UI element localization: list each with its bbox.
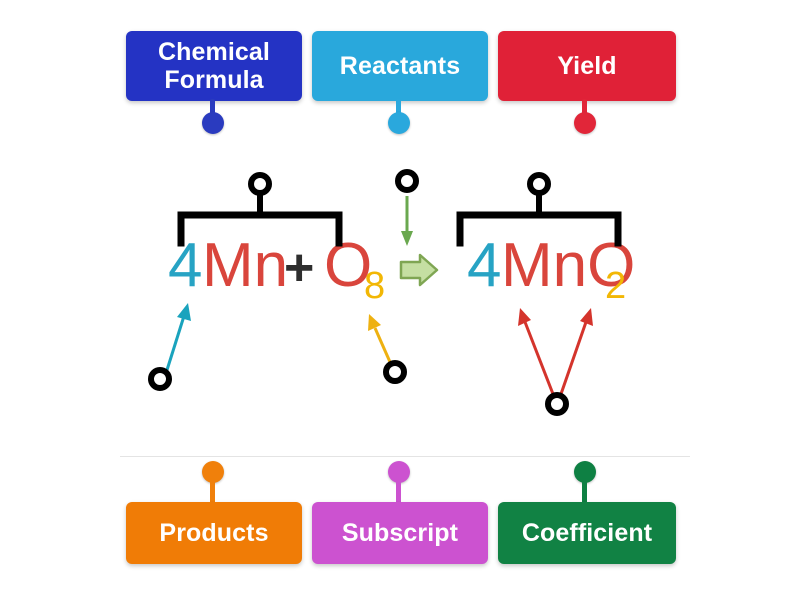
label-products-knob[interactable] bbox=[202, 461, 224, 483]
label-yield-text: Yield bbox=[557, 52, 617, 80]
label-products-text: Products bbox=[159, 519, 269, 547]
plus-sign: + bbox=[284, 239, 315, 297]
label-chemical-formula-text: Chemical Formula bbox=[158, 38, 270, 94]
label-products-stem bbox=[210, 478, 215, 504]
coefficient-pointer-arrow bbox=[165, 303, 191, 371]
label-yield[interactable]: Yield bbox=[498, 31, 676, 101]
reactants-bracket bbox=[177, 194, 343, 247]
subscript-pointer-arrow bbox=[368, 314, 392, 363]
label-reactants-stem bbox=[396, 99, 401, 116]
products-pointer-arrows bbox=[518, 308, 593, 395]
reactant-element: Mn bbox=[202, 231, 289, 300]
label-reactants[interactable]: Reactants bbox=[312, 31, 488, 101]
drop-target-products[interactable] bbox=[527, 172, 551, 196]
drop-target-yield[interactable] bbox=[395, 169, 419, 193]
label-coefficient-text: Coefficient bbox=[521, 519, 653, 547]
label-products[interactable]: Products bbox=[126, 502, 302, 564]
label-chemical-formula[interactable]: Chemical Formula bbox=[126, 31, 302, 101]
reactant-subscript: 8 bbox=[364, 265, 386, 307]
label-coefficient-stem bbox=[582, 478, 587, 504]
label-subscript-knob[interactable] bbox=[388, 461, 410, 483]
label-subscript[interactable]: Subscript bbox=[312, 502, 488, 564]
drop-target-products-pair[interactable] bbox=[545, 392, 569, 416]
label-chemical-formula-knob[interactable] bbox=[202, 112, 224, 134]
label-coefficient-knob[interactable] bbox=[574, 461, 596, 483]
section-divider bbox=[120, 456, 690, 457]
drop-target-subscript[interactable] bbox=[383, 360, 407, 384]
chemical-equation: 4 Mn + O 8 4 MnO 2 bbox=[0, 235, 800, 315]
product-subscript: 2 bbox=[605, 265, 627, 307]
product-element: MnO bbox=[501, 231, 636, 300]
drop-target-coefficient[interactable] bbox=[148, 367, 172, 391]
label-reactants-knob[interactable] bbox=[388, 112, 410, 134]
product-coefficient: 4 bbox=[467, 231, 502, 300]
label-yield-stem bbox=[582, 99, 587, 116]
label-coefficient[interactable]: Coefficient bbox=[498, 502, 676, 564]
yields-block-arrow-icon bbox=[399, 253, 439, 287]
label-subscript-text: Subscript bbox=[341, 519, 459, 547]
reactant-second-element: O bbox=[324, 231, 373, 300]
yield-pointer-arrow bbox=[401, 196, 413, 246]
reactant-coefficient: 4 bbox=[168, 231, 203, 300]
label-yield-knob[interactable] bbox=[574, 112, 596, 134]
drop-target-reactants[interactable] bbox=[248, 172, 272, 196]
products-bracket bbox=[456, 194, 622, 247]
label-subscript-stem bbox=[396, 478, 401, 504]
label-reactants-text: Reactants bbox=[339, 52, 461, 80]
label-chemical-formula-stem bbox=[210, 99, 215, 116]
